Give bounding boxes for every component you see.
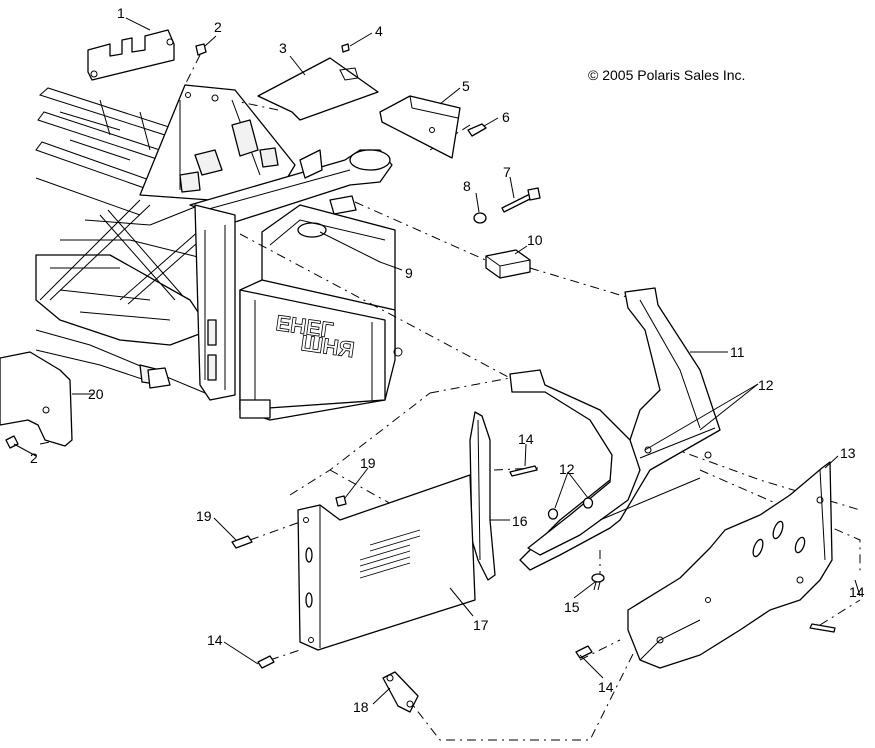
- chassis-frame: [35, 84, 393, 401]
- callout-2: 2: [30, 450, 38, 466]
- part-8-washer: [473, 212, 487, 224]
- callout-1: 1: [117, 5, 125, 21]
- part-13-skid-plate: [627, 461, 833, 669]
- part-3-pad: [257, 57, 379, 121]
- part-18-bracket: [382, 671, 419, 713]
- callout-14: 14: [518, 431, 534, 447]
- callout-14: 14: [207, 632, 223, 648]
- copyright-notice: © 2005 Polaris Sales Inc.: [588, 67, 745, 83]
- part-19-screw: [231, 495, 347, 549]
- callout-4: 4: [375, 23, 383, 39]
- part-6-screw: [467, 123, 487, 137]
- callout-17: 17: [473, 617, 489, 633]
- assembly-lines: [39, 54, 861, 741]
- part-11-bumper: [509, 287, 721, 571]
- callout-18: 18: [353, 699, 369, 715]
- callout-14: 14: [598, 679, 614, 695]
- part-7-bolt: [501, 187, 541, 213]
- callout-12: 12: [559, 461, 575, 477]
- callout-5: 5: [462, 78, 470, 94]
- part-4-screw: [341, 43, 350, 53]
- callout-3: 3: [279, 40, 287, 56]
- callout-9: 9: [405, 265, 413, 281]
- part-17-panel: [297, 474, 476, 651]
- leader-lines: [13, 17, 861, 705]
- callout-11: 11: [730, 344, 745, 360]
- callout-20: 20: [88, 386, 104, 402]
- radiator: ЕНЕГ ШНЯ: [239, 204, 403, 421]
- part-15-bolt: [591, 573, 605, 591]
- callout-15: 15: [564, 599, 580, 615]
- callout-14: 14: [849, 584, 865, 600]
- callout-13: 13: [840, 445, 856, 461]
- callout-6: 6: [502, 109, 510, 125]
- callout-19: 19: [196, 508, 212, 524]
- callout-19: 19: [360, 455, 376, 471]
- callout-12: 12: [758, 377, 774, 393]
- callout-labels: 1 2 3 4 5 6 7 8 9 10 11 12 12 13 14 14 1…: [30, 5, 865, 715]
- part-10-block: [485, 249, 531, 279]
- part-5-bracket: [379, 95, 461, 159]
- callout-16: 16: [512, 513, 528, 529]
- callout-8: 8: [463, 178, 471, 194]
- callout-2: 2: [214, 19, 222, 35]
- part-20-panel: [0, 351, 73, 447]
- callout-7: 7: [503, 164, 511, 180]
- callout-10: 10: [527, 232, 543, 248]
- part-1-plate: [87, 29, 175, 81]
